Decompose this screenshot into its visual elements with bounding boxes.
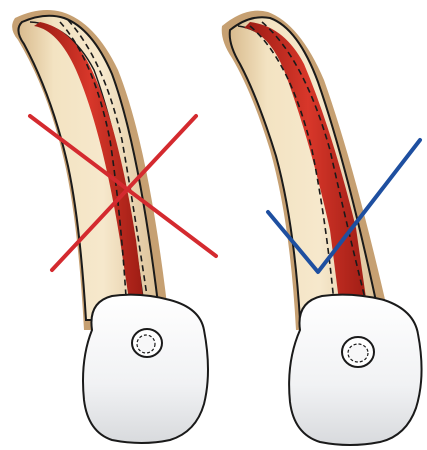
crown (83, 295, 208, 443)
access-opening-inner (137, 335, 155, 353)
access-opening-inner (348, 344, 368, 362)
tooth-correct (222, 11, 422, 445)
crown (289, 295, 421, 445)
